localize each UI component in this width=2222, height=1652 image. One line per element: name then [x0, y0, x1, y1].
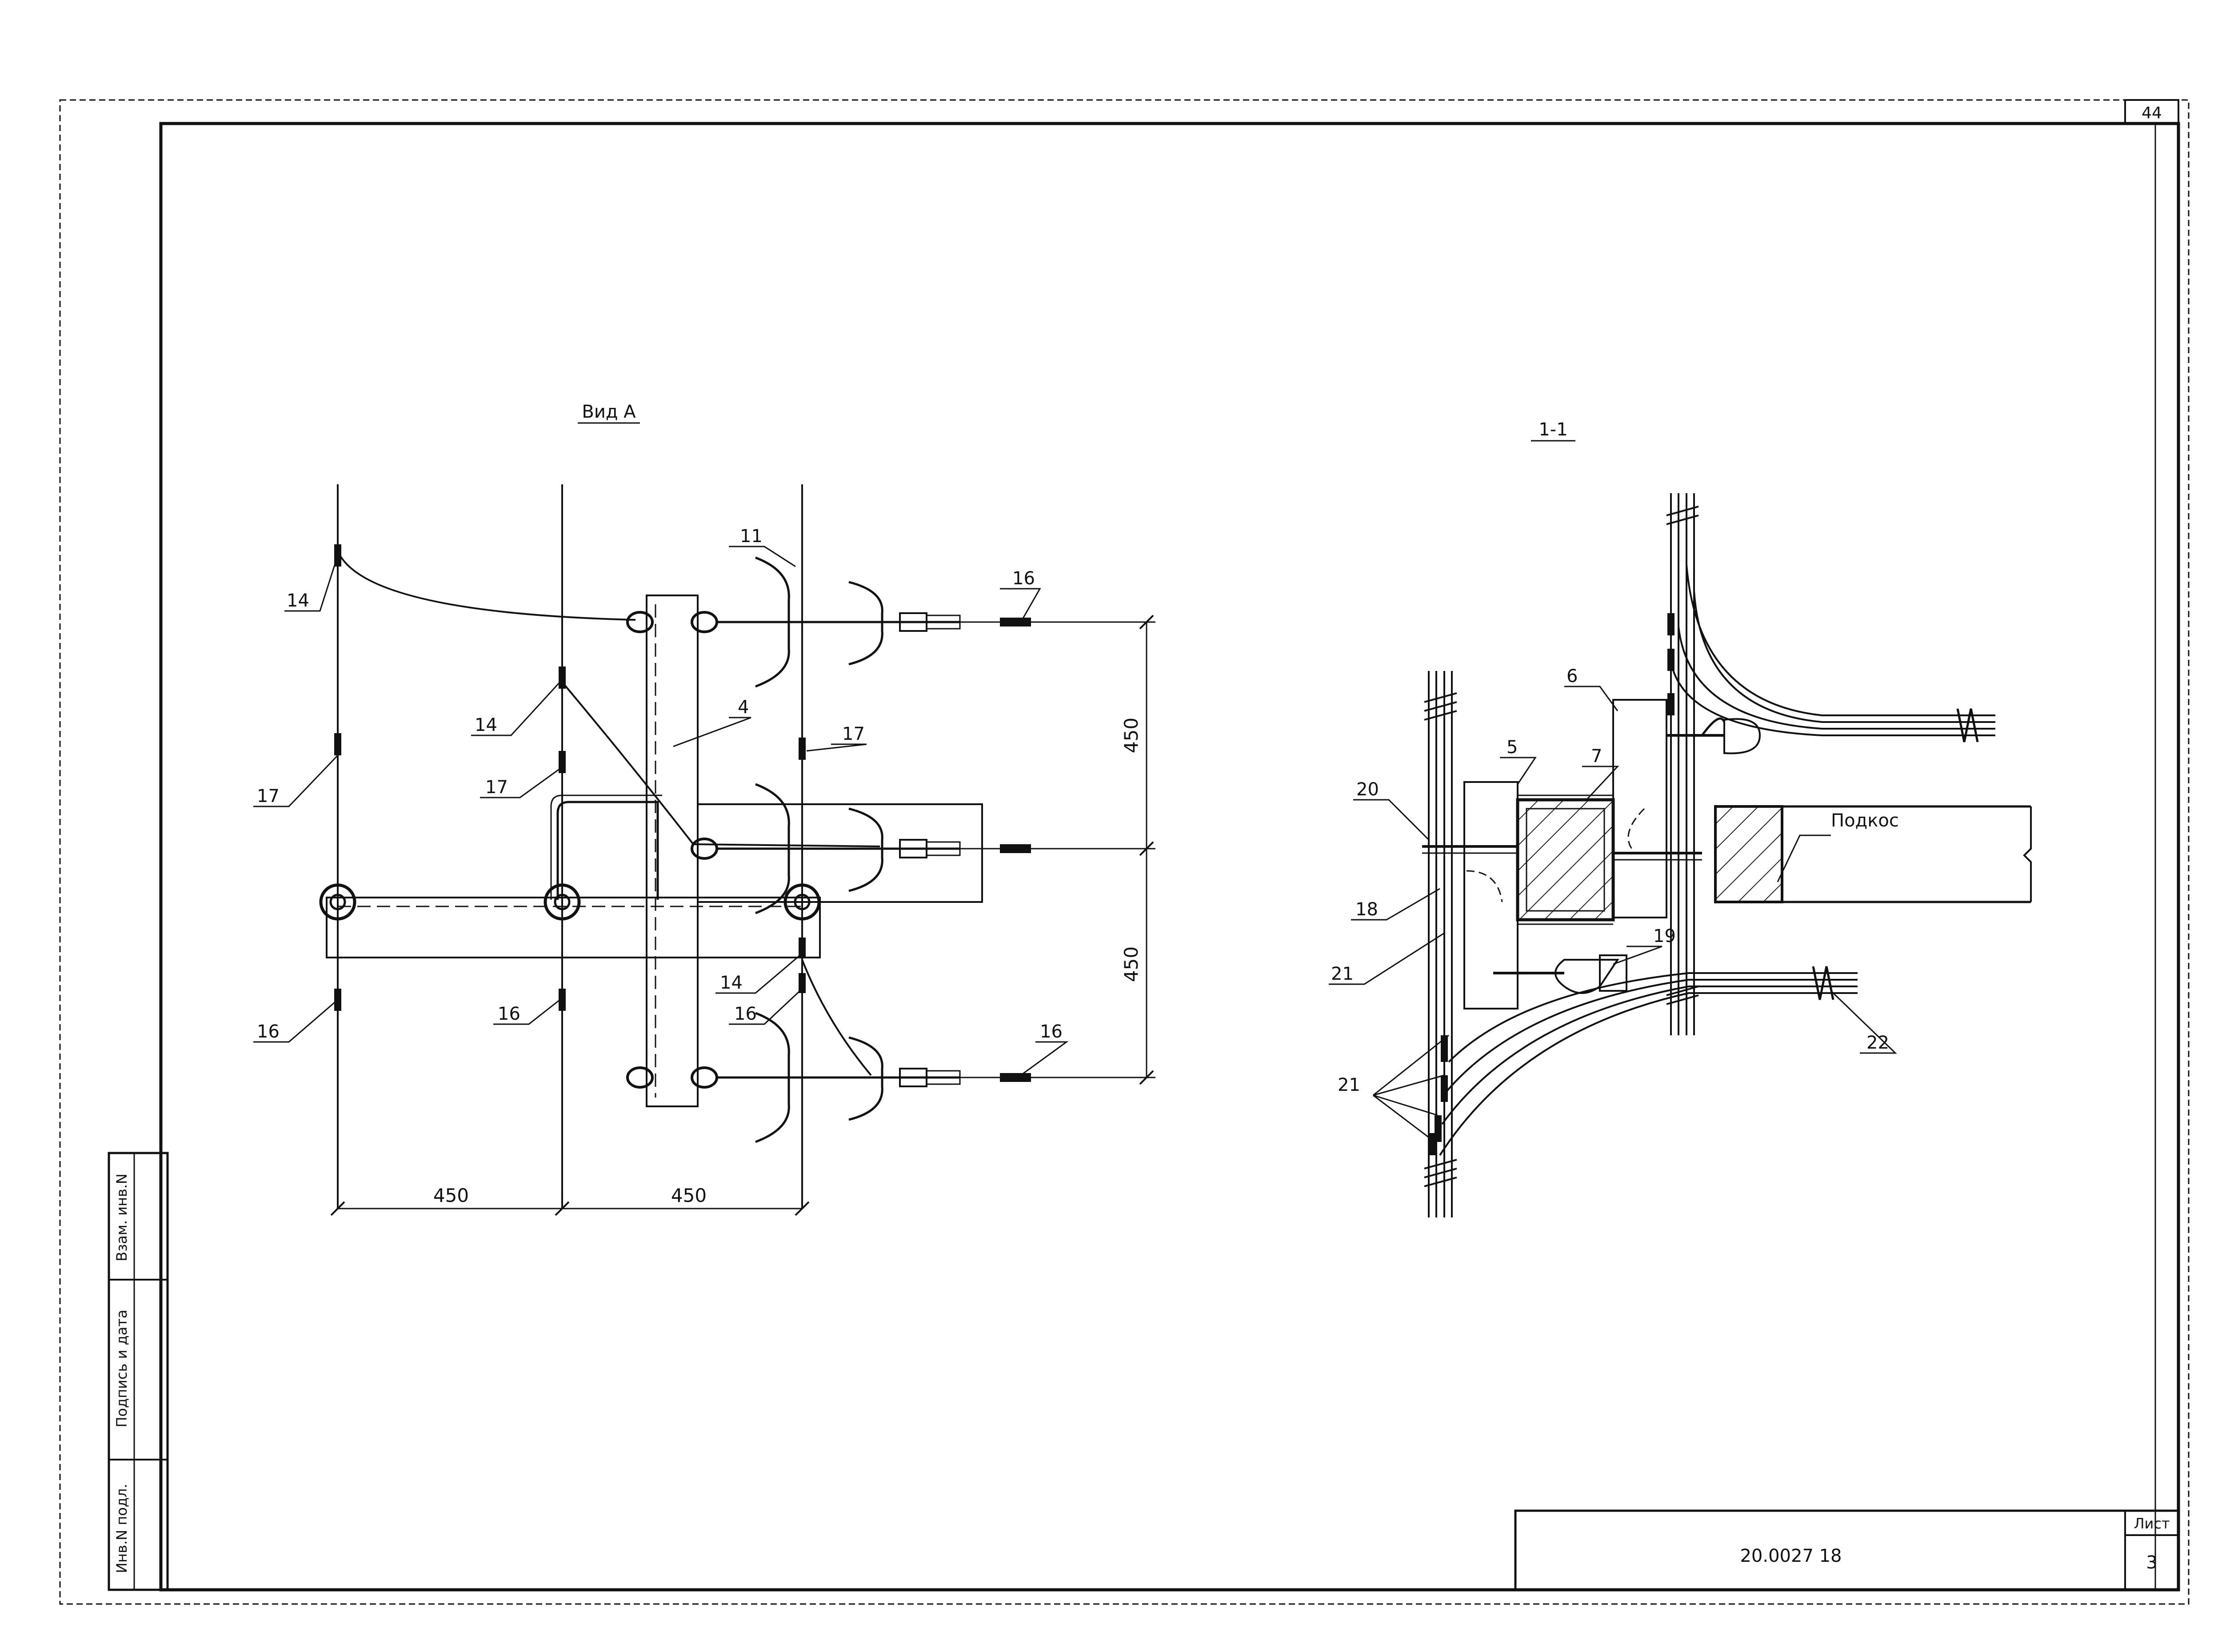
callout-19: 19 — [1653, 926, 1676, 946]
crossarm-section — [1516, 798, 1615, 922]
insulator-string-middle — [691, 783, 961, 914]
top-number: 44 — [2142, 104, 2162, 122]
callout-4: 4 — [738, 697, 749, 718]
section-title: 1-1 — [1539, 419, 1567, 440]
strut-label: Подкос — [1831, 810, 1899, 831]
callout-11: 11 — [740, 526, 763, 547]
callout-14-mid: 14 — [475, 715, 497, 735]
insulator-string-top — [626, 556, 961, 688]
title-block: 20.0027 18 Лист 3 — [1514, 1509, 2180, 1591]
drawing-designation: 20.0027 18 — [1740, 1546, 1842, 1566]
callout-16-bottom: 16 — [1040, 1022, 1063, 1042]
section-callout-leaders — [1329, 686, 1897, 1141]
stamp-signature-date: Подпись и дата — [113, 1309, 130, 1427]
dim-h-1: 450 — [433, 1185, 469, 1206]
drawing-frame — [159, 122, 2180, 1592]
callout-20: 20 — [1356, 779, 1379, 800]
callout-16-top: 16 — [1012, 568, 1035, 589]
callout-21-a: 21 — [1331, 964, 1354, 984]
strut: Подкос — [1714, 805, 2032, 903]
view-a: Вид А — [253, 402, 1155, 1216]
dim-h-2: 450 — [671, 1185, 707, 1206]
section-callout-labels: 6 5 7 20 18 19 21 21 22 — [1331, 666, 1889, 1095]
clamps — [334, 544, 806, 1011]
plate-6 — [1612, 699, 1667, 918]
view-a-callout-leaders — [253, 546, 1069, 1078]
stamp-replace-inv: Взам. инв.N — [113, 1173, 130, 1261]
upper-cable-bundle — [1667, 564, 1995, 754]
callout-5: 5 — [1507, 737, 1518, 758]
side-stamp: Инв.N подл. Подпись и дата Взам. инв.N — [108, 1152, 169, 1591]
dim-v-1: 450 — [1120, 718, 1142, 753]
dimensions-vertical: 450 450 — [1120, 615, 1154, 1085]
callout-21-b: 21 — [1338, 1075, 1360, 1095]
dimensions-horizontal: 450 450 — [330, 1185, 810, 1216]
line-wires — [960, 618, 1155, 1082]
callout-22: 22 — [1866, 1033, 1889, 1053]
callout-17-left: 17 — [257, 786, 280, 806]
callout-7: 7 — [1591, 746, 1602, 766]
bolts — [1422, 734, 1724, 974]
view-a-callout-labels: 11 16 14 14 4 17 17 17 14 16 16 16 16 — [257, 526, 1063, 1042]
callout-16-mid: 16 — [498, 1004, 520, 1024]
insulator-string-bottom — [626, 1012, 961, 1143]
callout-14-left: 14 — [287, 591, 309, 611]
callout-17-right: 17 — [842, 724, 865, 744]
vertical-bracket — [550, 595, 983, 1107]
right-conductor-bundle — [1666, 493, 1699, 1035]
conductors — [337, 484, 803, 1209]
lower-cable-bundle — [1429, 954, 1858, 1156]
callout-18: 18 — [1355, 899, 1378, 920]
callout-14-low: 14 — [720, 973, 743, 993]
jumpers — [337, 551, 880, 1076]
callout-17-mid: 17 — [485, 777, 508, 798]
view-a-title: Вид А — [582, 402, 636, 422]
top-number-box: 44 — [2124, 99, 2179, 124]
stamp-inv-no-orig: Инв.N подл. — [113, 1484, 130, 1573]
callout-16-low: 16 — [734, 1004, 757, 1024]
outer-trim-frame — [59, 99, 2190, 1605]
section-1-1: 1-1 — [1329, 419, 2032, 1217]
crossarm — [319, 883, 821, 958]
dashed-arcs — [1466, 808, 1645, 902]
sheet-number: 3 — [2146, 1552, 2157, 1573]
callout-6: 6 — [1567, 666, 1578, 686]
sheet-label: Лист — [2134, 1515, 2170, 1532]
callout-16-left: 16 — [257, 1022, 280, 1042]
plate-5 — [1463, 781, 1519, 1010]
dim-v-2: 450 — [1120, 946, 1142, 982]
